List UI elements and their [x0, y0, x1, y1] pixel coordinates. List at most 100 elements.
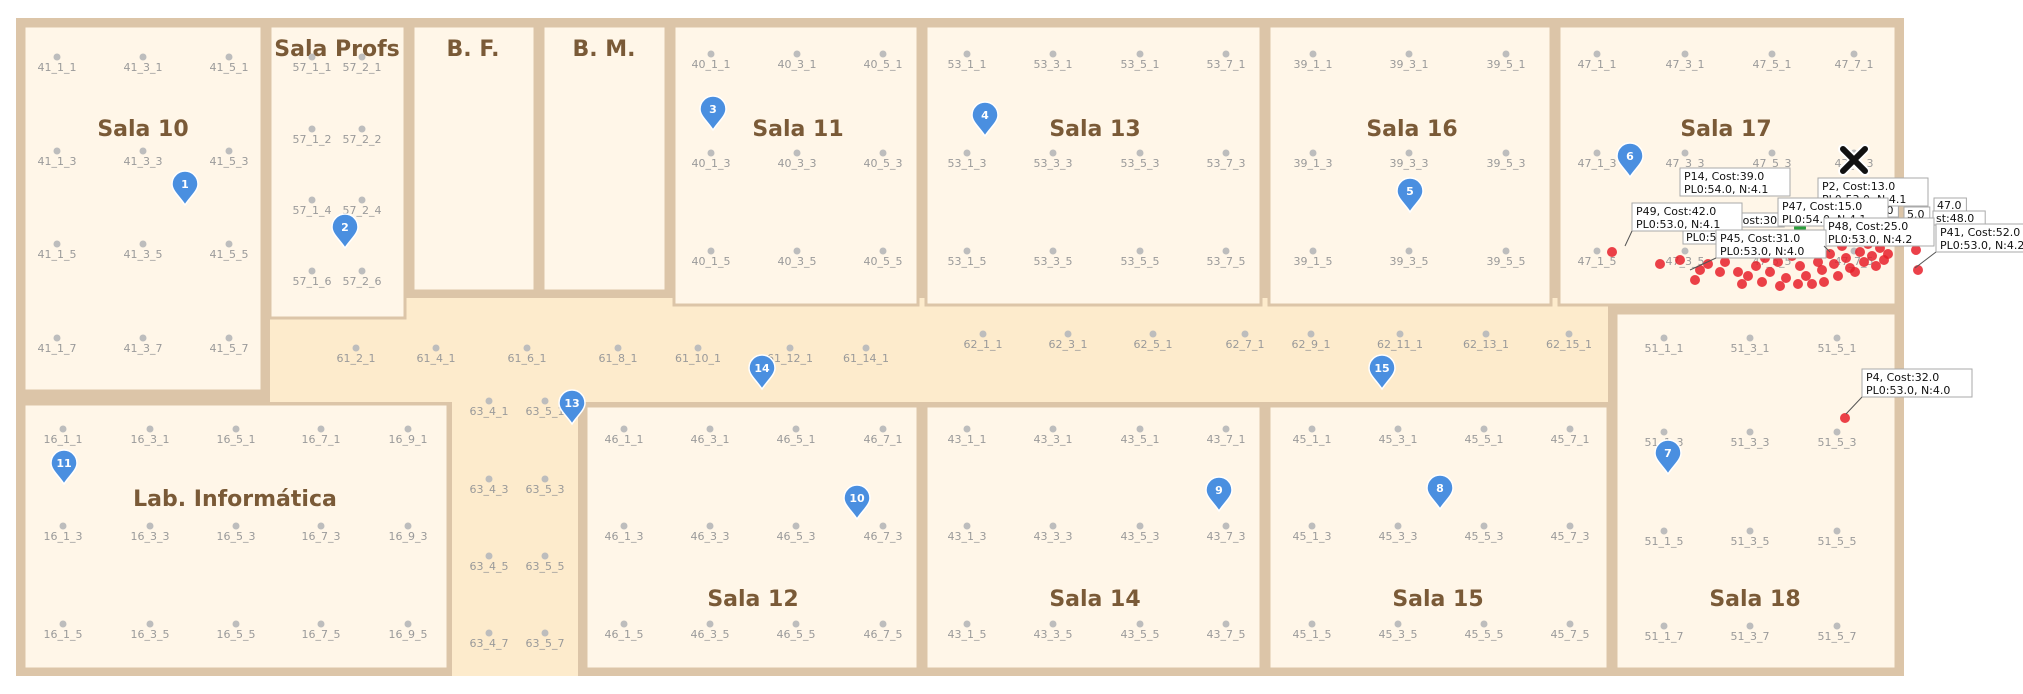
room-sala12[interactable] [584, 404, 920, 671]
position-dot[interactable] [523, 344, 531, 352]
position-dot[interactable] [225, 147, 233, 155]
measurement-point[interactable] [1855, 247, 1865, 257]
position-dot[interactable] [1222, 425, 1230, 433]
position-dot[interactable] [1565, 330, 1573, 338]
position-dot[interactable] [1308, 522, 1316, 530]
position-dot[interactable] [1136, 620, 1144, 628]
measurement-point[interactable] [1743, 271, 1753, 281]
measurement-point[interactable] [1840, 413, 1850, 423]
position-dot[interactable] [1396, 330, 1404, 338]
position-dot[interactable] [1241, 330, 1249, 338]
map-pin-icon[interactable]: 10 [843, 484, 871, 521]
position-dot[interactable] [1480, 425, 1488, 433]
position-dot[interactable] [1394, 522, 1402, 530]
position-dot[interactable] [1502, 149, 1510, 157]
position-dot[interactable] [792, 620, 800, 628]
position-dot[interactable] [59, 425, 67, 433]
position-dot[interactable] [541, 475, 549, 483]
measurement-point[interactable] [1841, 253, 1851, 263]
map-pin-icon[interactable]: 6 [1616, 142, 1644, 179]
position-dot[interactable] [963, 50, 971, 58]
position-dot[interactable] [139, 240, 147, 248]
position-dot[interactable] [146, 425, 154, 433]
position-dot[interactable] [1222, 50, 1230, 58]
position-dot[interactable] [879, 50, 887, 58]
position-dot[interactable] [225, 240, 233, 248]
position-dot[interactable] [1566, 620, 1574, 628]
measurement-point[interactable] [1655, 259, 1665, 269]
measurement-point[interactable] [1825, 249, 1835, 259]
position-dot[interactable] [1850, 50, 1858, 58]
position-dot[interactable] [59, 620, 67, 628]
position-dot[interactable] [1833, 527, 1841, 535]
position-dot[interactable] [963, 425, 971, 433]
position-dot[interactable] [1049, 247, 1057, 255]
map-pin-icon[interactable]: 3 [699, 95, 727, 132]
measurement-point[interactable] [1765, 267, 1775, 277]
position-dot[interactable] [404, 620, 412, 628]
position-dot[interactable] [485, 475, 493, 483]
measurement-point[interactable] [1850, 267, 1860, 277]
measurement-point[interactable] [1781, 273, 1791, 283]
measurement-point[interactable] [1911, 245, 1921, 255]
position-dot[interactable] [879, 620, 887, 628]
position-dot[interactable] [1309, 247, 1317, 255]
position-dot[interactable] [879, 149, 887, 157]
position-dot[interactable] [1660, 622, 1668, 630]
position-dot[interactable] [1768, 50, 1776, 58]
measurement-point[interactable] [1775, 281, 1785, 291]
measurement-point[interactable] [1867, 251, 1877, 261]
position-dot[interactable] [1049, 50, 1057, 58]
position-dot[interactable] [358, 125, 366, 133]
position-dot[interactable] [694, 344, 702, 352]
position-dot[interactable] [1149, 330, 1157, 338]
position-dot[interactable] [59, 522, 67, 530]
position-dot[interactable] [541, 629, 549, 637]
position-dot[interactable] [1222, 620, 1230, 628]
position-dot[interactable] [1136, 247, 1144, 255]
position-dot[interactable] [963, 620, 971, 628]
position-dot[interactable] [963, 522, 971, 530]
measurement-point[interactable] [1807, 279, 1817, 289]
position-dot[interactable] [792, 425, 800, 433]
measurement-point[interactable] [1833, 271, 1843, 281]
position-dot[interactable] [308, 125, 316, 133]
measurement-point[interactable] [1801, 271, 1811, 281]
position-dot[interactable] [1746, 527, 1754, 535]
room-sala15[interactable] [1267, 404, 1610, 671]
room-sala16[interactable] [1267, 24, 1553, 307]
measurement-point[interactable] [1690, 275, 1700, 285]
measurement-point[interactable] [1871, 261, 1881, 271]
position-dot[interactable] [53, 53, 61, 61]
position-dot[interactable] [146, 522, 154, 530]
measurement-point[interactable] [1795, 261, 1805, 271]
room-sala10[interactable] [22, 24, 264, 393]
room-salaprofs[interactable] [268, 24, 407, 320]
position-dot[interactable] [862, 344, 870, 352]
measurement-point[interactable] [1813, 257, 1823, 267]
position-dot[interactable] [1222, 149, 1230, 157]
measurement-point[interactable] [1715, 267, 1725, 277]
position-dot[interactable] [706, 425, 714, 433]
position-dot[interactable] [1136, 50, 1144, 58]
measurement-point[interactable] [1773, 257, 1783, 267]
position-dot[interactable] [963, 149, 971, 157]
position-dot[interactable] [1681, 247, 1689, 255]
position-dot[interactable] [53, 147, 61, 155]
position-dot[interactable] [1480, 620, 1488, 628]
position-dot[interactable] [1833, 428, 1841, 436]
position-dot[interactable] [317, 522, 325, 530]
position-dot[interactable] [793, 247, 801, 255]
position-dot[interactable] [979, 330, 987, 338]
position-dot[interactable] [1746, 334, 1754, 342]
position-dot[interactable] [1136, 425, 1144, 433]
position-dot[interactable] [620, 522, 628, 530]
map-pin-icon[interactable]: 13 [558, 389, 586, 426]
position-dot[interactable] [1394, 425, 1402, 433]
map-pin-icon[interactable]: 5 [1396, 177, 1424, 214]
room-bm[interactable] [541, 24, 668, 293]
position-dot[interactable] [1222, 522, 1230, 530]
